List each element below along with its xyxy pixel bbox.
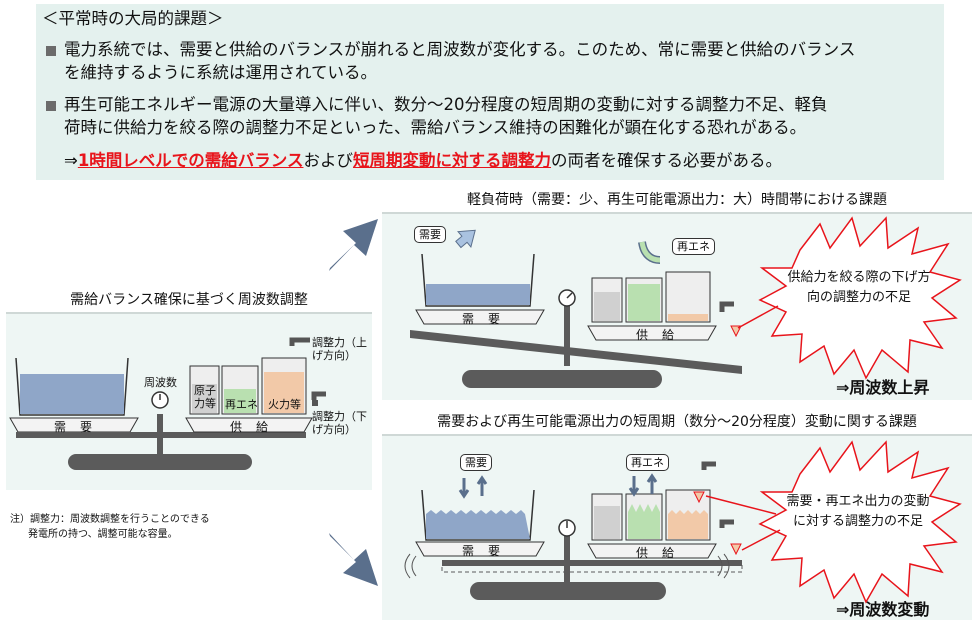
demand-label: 需要	[461, 544, 514, 558]
short-term-result: ⇒周波数変動	[836, 600, 930, 619]
demand-label: 需要	[53, 420, 106, 434]
summary-heading: ＜平常時の大局的課題＞	[42, 9, 224, 28]
renewable-tag: 再エネ	[672, 238, 715, 255]
arrow-down-right-icon	[329, 533, 378, 586]
frequency-gauge-label: 周波数	[144, 376, 177, 389]
renewable-tag: 再エネ	[626, 454, 669, 471]
balance-illustration	[9, 337, 326, 470]
light-load-title: 軽負荷時（需要：少、再生可能電源出力：大）時間帯における課題	[382, 188, 972, 214]
bullet1-line2: を維持するように系統は運用されている。	[64, 63, 378, 82]
short-term-callout: 需要・再エネ出力の変動に対する調整力の不足	[786, 494, 930, 529]
bullet2-line1: 再生可能エネルギー電源の大量導入に伴い、数分～20分程度の短周期の変動に対する調…	[64, 95, 828, 114]
thermal-label: 火力等	[268, 398, 301, 411]
demand-tag: 需要	[460, 454, 492, 471]
left-balance-box: 需給バランス確保に基づく周波数調整 需要 供給 周波数 原子力等 再エネ 火力等…	[6, 288, 372, 490]
footnote-line1: 注）調整力：周波数調整を行うことのできる	[10, 514, 210, 525]
supply-label: 供給	[635, 328, 688, 342]
arrow-up-right-icon	[329, 219, 378, 271]
short-term-illustration	[404, 440, 962, 604]
light-load-result: ⇒周波数上昇	[836, 378, 930, 397]
demand-label: 需要	[461, 312, 514, 326]
adjustment-up-label: 調整力（上げ方向）	[312, 336, 367, 362]
footnote-line2: 発電所の持つ、調整可能な容量。	[28, 529, 178, 540]
bullet-icon	[46, 46, 56, 56]
conclusion-highlight-2: 短周期変動に対する調整力	[352, 151, 551, 170]
conclusion-mid: および	[303, 151, 353, 170]
light-load-illustration	[410, 216, 962, 388]
conclusion-highlight-1: 1時間レベルでの需給バランス	[77, 151, 304, 170]
adjustment-down-label: 調整力（下げ方向）	[312, 410, 367, 436]
conclusion-prefix: ⇒	[64, 151, 78, 170]
bullet-icon	[46, 101, 56, 111]
renewable-label: 再エネ	[225, 398, 258, 411]
nuclear-label: 原子力等	[194, 384, 216, 410]
light-load-callout: 供給力を絞る際の下げ方向の調整力の不足	[787, 270, 931, 305]
conclusion-line: ⇒1時間レベルでの需給バランスおよび短周期変動に対する調整力の両者を確保する必要…	[64, 150, 782, 172]
top-summary-panel: ＜平常時の大局的課題＞ 電力系統では、需要と供給のバランスが崩れると周波数が変化…	[36, 4, 944, 180]
demand-tag: 需要	[414, 226, 446, 243]
bullet1-line1: 電力系統では、需要と供給のバランスが崩れると周波数が変化する。このため、常に需要…	[64, 40, 856, 59]
conclusion-suffix: の両者を確保する必要がある。	[550, 151, 782, 170]
supply-label: 供給	[229, 420, 282, 434]
bullet2-line2: 荷時に供給力を絞る際の調整力不足といった、需給バランス維持の困難化が顕在化する恐…	[64, 118, 807, 137]
short-term-box: 需要および再生可能電源出力の短周期（数分～20分程度）変動に関する課題	[382, 410, 972, 620]
short-term-title: 需要および再生可能電源出力の短周期（数分～20分程度）変動に関する課題	[382, 410, 972, 436]
left-box-title: 需給バランス確保に基づく周波数調整	[6, 288, 372, 314]
light-load-box: 軽負荷時（需要：少、再生可能電源出力：大）時間帯における課題 需要 再	[382, 188, 972, 400]
supply-label: 供給	[635, 546, 688, 560]
